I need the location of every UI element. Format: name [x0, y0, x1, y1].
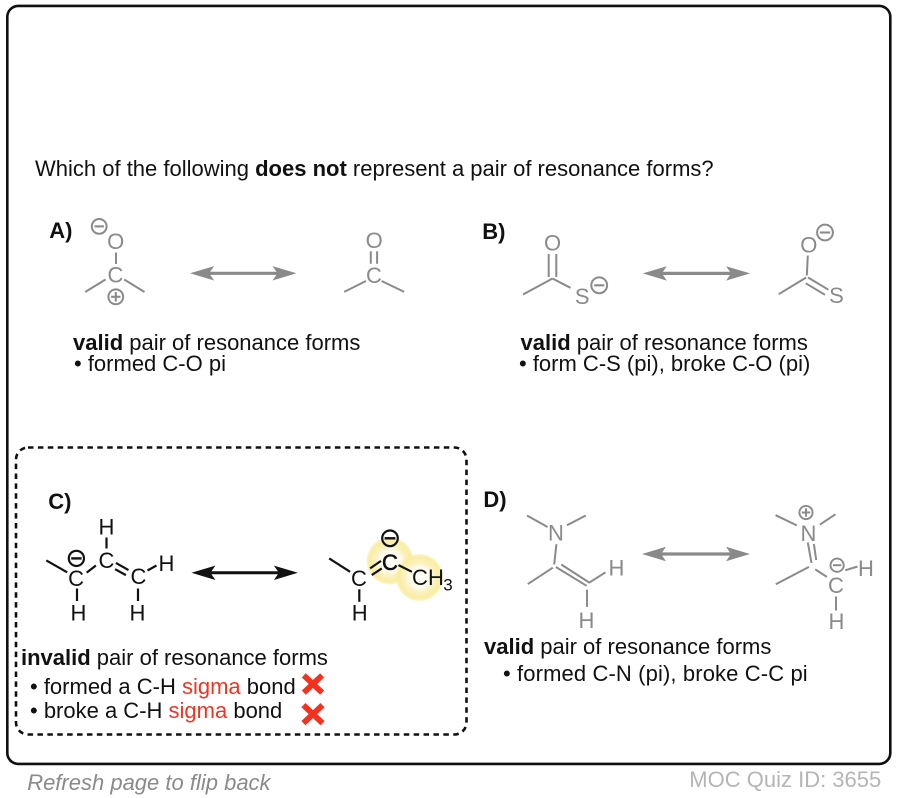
svg-text:H: H [579, 608, 595, 633]
svg-text:H: H [352, 601, 368, 626]
svg-text:N: N [548, 521, 564, 546]
svg-text:C: C [366, 263, 382, 288]
svg-text:H: H [609, 556, 625, 581]
svg-text:O: O [800, 232, 817, 257]
svg-text:C: C [108, 263, 124, 288]
svg-text:C: C [351, 566, 367, 591]
svg-text:H: H [858, 556, 874, 581]
svg-text:C: C [68, 566, 84, 591]
svg-text:N: N [801, 521, 817, 546]
svg-text:S: S [575, 284, 590, 309]
svg-text:O: O [107, 229, 124, 254]
svg-text:H: H [159, 551, 175, 576]
svg-text:H: H [71, 601, 87, 626]
svg-text:C: C [382, 550, 398, 575]
svg-text:H: H [828, 609, 844, 634]
svg-text:H: H [98, 514, 114, 539]
svg-text:O: O [544, 231, 561, 256]
svg-text:3: 3 [443, 576, 452, 595]
svg-text:H: H [130, 601, 146, 626]
svg-text:C: C [99, 548, 115, 573]
svg-text:H: H [428, 565, 444, 590]
svg-text:C: C [131, 564, 147, 589]
svg-text:C: C [828, 573, 844, 598]
svg-text:O: O [366, 228, 383, 253]
svg-text:S: S [829, 283, 844, 308]
svg-text:C: C [412, 565, 428, 590]
